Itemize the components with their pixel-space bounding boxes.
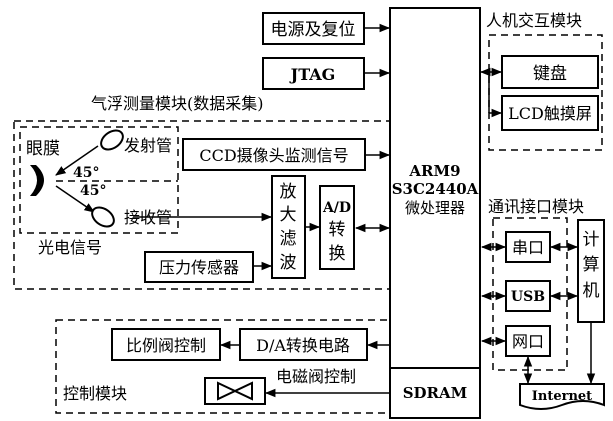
pressure-sensor-block — [144, 251, 254, 283]
proportional-valve-label: 比例阀控制 — [126, 336, 206, 355]
comm-module-title: 通讯接口模块 — [488, 197, 584, 216]
internet-label: Internet — [532, 389, 592, 404]
photo-sensor-group-border — [19, 126, 179, 234]
netport-label: 网口 — [512, 332, 544, 351]
power-reset-label: 电源及复位 — [271, 20, 356, 40]
amp-filter-block — [271, 175, 306, 279]
computer-char-2: 算 — [583, 255, 600, 275]
jtag-block — [262, 57, 365, 90]
cpu-label-line3: 微处理器 — [405, 199, 465, 217]
keyboard-label: 键盘 — [533, 64, 567, 84]
ad-char-2: 换 — [329, 244, 346, 264]
da-label: D/A转换电路 — [256, 336, 350, 355]
emitter-beam — [55, 145, 99, 176]
cornea-shape — [30, 165, 44, 196]
lcd-label: LCD触摸屏 — [508, 104, 592, 123]
amp-char-4: 波 — [280, 253, 297, 273]
control-module-border — [55, 319, 391, 414]
cpu-label-line1: ARM9 — [408, 162, 460, 180]
lcd-block — [501, 95, 599, 131]
ad-char-1: 转 — [329, 220, 346, 240]
amp-char-2: 大 — [280, 205, 297, 225]
photo-signal-label: 光电信号 — [38, 238, 102, 257]
reflected-beam — [55, 185, 95, 213]
computer-block — [577, 219, 605, 323]
computer-char-3: 机 — [583, 281, 600, 301]
pressure-sensor-label: 压力传感器 — [159, 258, 239, 277]
usb-label: USB — [511, 289, 545, 305]
ccd-block — [182, 138, 366, 171]
hmi-module-border — [488, 34, 603, 151]
solenoid-label: 电磁阀控制 — [276, 367, 356, 386]
serial-block — [505, 231, 551, 263]
ad-label: A/D — [322, 200, 351, 216]
computer-char-1: 计 — [583, 230, 600, 250]
internet-banner — [519, 383, 605, 410]
amp-char-3: 滤 — [280, 229, 297, 249]
sdram-label: SDRAM — [403, 384, 468, 402]
cornea-label: 眼膜 — [26, 139, 60, 159]
receiver-tube-icon — [91, 206, 115, 228]
cpu-block — [389, 7, 481, 419]
proportional-valve-block — [111, 328, 221, 361]
angle-label-1: 45° — [73, 165, 99, 181]
ccd-label: CCD摄像头监测信号 — [199, 146, 348, 165]
amp-char-1: 放 — [280, 182, 297, 202]
control-module-title: 控制模块 — [63, 384, 127, 403]
netport-block — [505, 325, 551, 357]
hmi-module-title: 人机交互模块 — [486, 11, 582, 30]
solenoid-valve-icon — [217, 381, 253, 401]
emitter-label: 发射管 — [124, 136, 172, 155]
acquisition-module-title: 气浮测量模块(数据采集) — [91, 94, 264, 113]
angle-label-2: 45° — [80, 183, 106, 199]
serial-label: 串口 — [512, 238, 544, 257]
emitter-tube-icon — [100, 129, 124, 151]
jtag-label: JTAG — [289, 65, 336, 84]
usb-block — [505, 280, 551, 312]
cpu-label-line2: S3C2440A — [392, 180, 479, 198]
